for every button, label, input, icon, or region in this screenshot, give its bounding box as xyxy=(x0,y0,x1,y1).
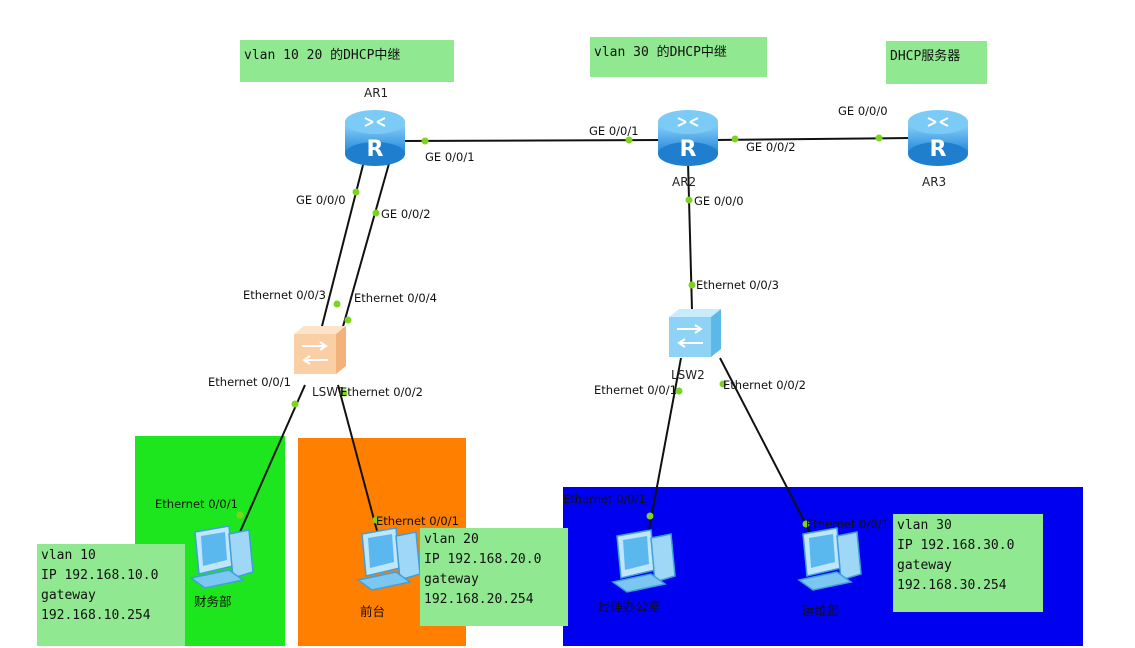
pc-front[interactable] xyxy=(352,526,424,596)
switch-icon xyxy=(669,309,721,357)
port-dot xyxy=(291,400,299,408)
pc-front-label: 前台 xyxy=(360,604,386,619)
switch-lsw1[interactable] xyxy=(290,322,350,377)
port-dot xyxy=(675,387,683,395)
switch-icon xyxy=(294,326,346,374)
port-dot xyxy=(340,389,348,397)
link-lsw2-pc-ops xyxy=(719,357,811,533)
port-dot xyxy=(625,136,633,144)
router-ar3-label: AR3 xyxy=(922,175,947,189)
pc-finance[interactable] xyxy=(185,524,257,594)
relay-vlan10-20-note: vlan 10 20 的DHCP中继 xyxy=(240,40,454,82)
port-dot xyxy=(236,511,244,519)
vlan20-info: vlan 20 IP 192.168.20.0 gateway 192.168.… xyxy=(420,528,568,626)
pc-icon xyxy=(797,527,862,591)
switch-lsw1-label: LSW1 xyxy=(312,385,346,399)
vlan10-info: vlan 10 IP 192.168.10.0 gateway 192.168.… xyxy=(37,544,185,646)
link-lsw2-pc-manager xyxy=(647,357,682,536)
port-label-lsw1-e002: Ethernet 0/0/2 xyxy=(340,385,423,399)
link-ar1-ar2 xyxy=(399,139,661,142)
port-label-pc-manager-e001: Ethernet 0/0/1 xyxy=(563,492,646,506)
port-label-lsw1-e004: Ethernet 0/0/4 xyxy=(354,291,437,305)
port-label-pc-finance-e001: Ethernet 0/0/1 xyxy=(155,497,238,511)
router-icon: R xyxy=(908,110,968,166)
port-label-ar1-g001: GE 0/0/1 xyxy=(425,150,475,164)
pc-manager-label: 经理办公室 xyxy=(598,599,661,614)
pc-icon xyxy=(611,529,676,593)
pc-finance-label: 财务部 xyxy=(194,594,232,609)
port-dot xyxy=(352,188,360,196)
port-label-pc-ops-e001: Ethernet 0/0/1 xyxy=(806,517,889,531)
router-ar2-label: AR2 xyxy=(672,175,697,189)
port-label-pc-front-e001: Ethernet 0/0/1 xyxy=(376,514,459,528)
port-label-lsw1-e001: Ethernet 0/0/1 xyxy=(208,375,291,389)
pc-ops-label: 运维部 xyxy=(802,603,840,618)
dhcp-server-note: DHCP服务器 xyxy=(886,41,987,84)
port-label-ar3-g000: GE 0/0/0 xyxy=(838,104,888,118)
router-icon: R xyxy=(345,110,405,166)
svg-text:R: R xyxy=(930,137,947,162)
pc-icon xyxy=(356,527,421,591)
router-ar2[interactable]: R xyxy=(653,108,723,170)
port-label-ar1-g000: GE 0/0/0 xyxy=(296,193,346,207)
port-label-ar2-g001: GE 0/0/1 xyxy=(589,124,639,138)
port-dot xyxy=(802,520,810,528)
svg-text:R: R xyxy=(367,137,384,162)
link-lsw1-pc-front xyxy=(337,384,381,543)
port-label-lsw1-e003: Ethernet 0/0/3 xyxy=(243,288,326,302)
port-label-lsw2-e001: Ethernet 0/0/1 xyxy=(594,383,677,397)
switch-lsw2-label: LSW2 xyxy=(671,368,705,382)
svg-text:R: R xyxy=(680,137,697,162)
port-dot xyxy=(875,134,883,142)
port-label-ar2-g002: GE 0/0/2 xyxy=(746,140,796,154)
port-dot xyxy=(421,137,429,145)
pc-manager[interactable] xyxy=(607,528,679,598)
port-dot xyxy=(372,516,380,524)
port-dot xyxy=(646,512,654,520)
port-dot xyxy=(372,209,380,217)
port-dot xyxy=(344,316,352,324)
switch-lsw2[interactable] xyxy=(665,305,725,360)
pc-icon xyxy=(189,525,254,589)
port-label-ar2-g000: GE 0/0/0 xyxy=(694,194,744,208)
pc-ops[interactable] xyxy=(793,526,865,596)
port-dot xyxy=(685,196,693,204)
router-ar1[interactable]: R xyxy=(340,108,410,170)
link-ar1-lsw1-b xyxy=(341,159,391,331)
port-label-lsw2-e002: Ethernet 0/0/2 xyxy=(723,378,806,392)
link-lsw1-pc-finance xyxy=(239,384,306,533)
relay-vlan30-note: vlan 30 的DHCP中继 xyxy=(590,37,767,77)
router-icon: R xyxy=(658,110,718,166)
router-ar3[interactable]: R xyxy=(903,108,973,170)
router-ar1-label: AR1 xyxy=(364,86,389,100)
vlan30-info: vlan 30 IP 192.168.30.0 gateway 192.168.… xyxy=(893,514,1043,612)
port-dot xyxy=(731,135,739,143)
port-dot xyxy=(333,300,341,308)
port-label-lsw2-e003: Ethernet 0/0/3 xyxy=(696,278,779,292)
port-dot xyxy=(688,281,696,289)
port-dot xyxy=(719,380,727,388)
port-label-ar1-g002: GE 0/0/2 xyxy=(381,207,431,221)
